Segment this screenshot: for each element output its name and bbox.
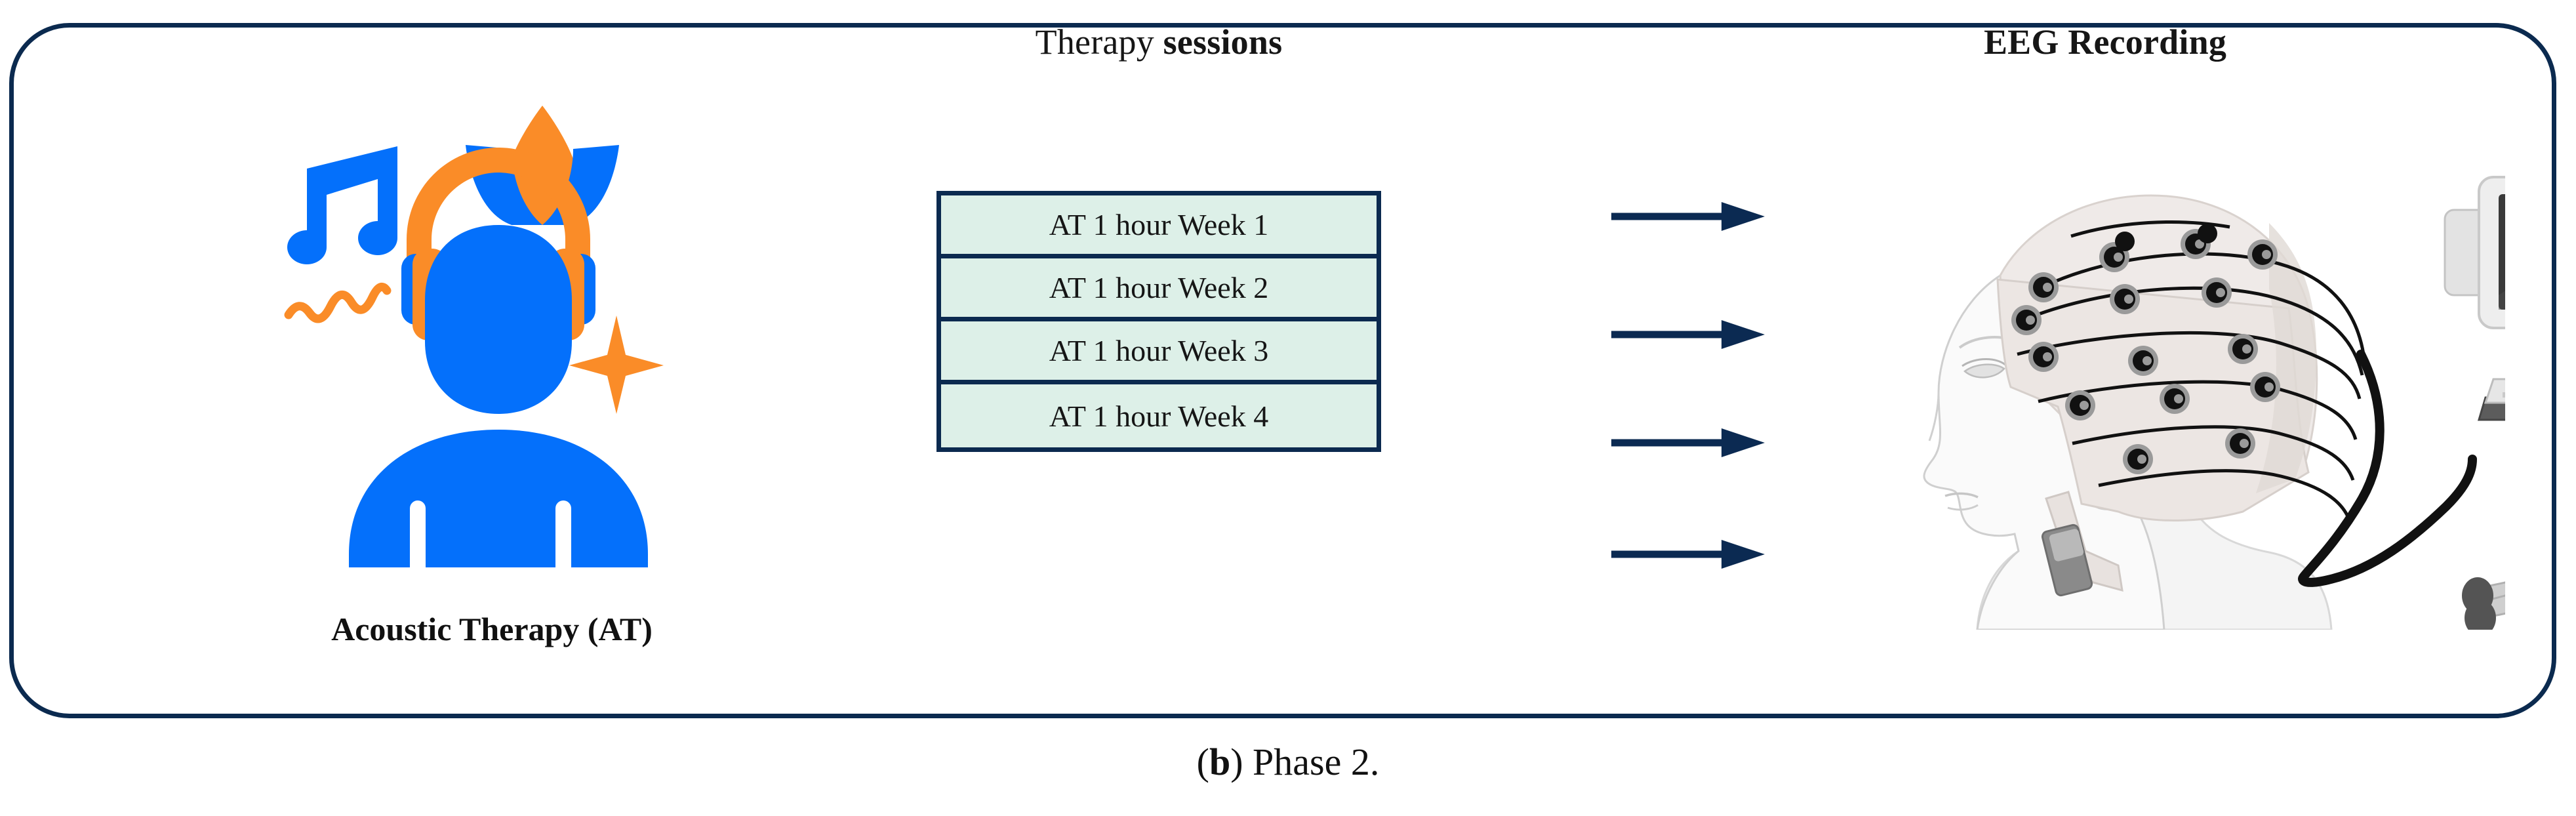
eeg-recording-heading: EEG Recording [1983, 22, 2227, 62]
electrode [2028, 342, 2059, 372]
therapy-heading-prefix: Therapy [1035, 22, 1163, 62]
electrode [2011, 305, 2042, 335]
electrode [2247, 239, 2278, 270]
electrode [2225, 428, 2255, 459]
session-label: AT 1 hour Week 2 [1049, 271, 1269, 304]
session-label: AT 1 hour Week 1 [1049, 208, 1269, 241]
electrode-group [2011, 224, 2280, 474]
eeg-cable [2298, 350, 2477, 587]
acoustic-therapy-block: Acoustic Therapy (AT) [249, 49, 735, 647]
caption-suffix: ) Phase 2. [1230, 741, 1380, 783]
electrode [2065, 390, 2095, 420]
figure-caption: (b) Phase 2. [0, 740, 2576, 784]
electrode [2123, 444, 2153, 474]
eeg-monitor-cart [2444, 176, 2505, 630]
flow-arrow-right-icon [1611, 428, 1765, 457]
therapy-sessions-heading: Therapy sessions [975, 22, 1342, 62]
sparkle-icon [569, 316, 664, 414]
caption-prefix: ( [1196, 741, 1209, 783]
electrode [2250, 372, 2280, 402]
sound-wave-squiggle-icon [284, 283, 392, 323]
session-box[interactable]: AT 1 hour Week 2 [941, 258, 1377, 321]
flow-arrow-right-icon [1611, 540, 1765, 569]
flow-arrow-right-icon [1611, 202, 1765, 231]
session-label: AT 1 hour Week 3 [1049, 334, 1269, 367]
person-with-headphones-icon [284, 106, 664, 567]
electrode [2228, 334, 2258, 364]
electrode [2160, 384, 2190, 414]
flow-arrow-right-icon [1611, 320, 1765, 349]
electrode [2028, 272, 2059, 302]
cart-wheels [2462, 577, 2496, 630]
therapy-session-list: AT 1 hour Week 1 AT 1 hour Week 2 AT 1 h… [936, 191, 1381, 452]
session-label: AT 1 hour Week 4 [1049, 399, 1269, 433]
electrode [2128, 346, 2158, 376]
electrode [2198, 224, 2217, 243]
electrode [2202, 277, 2232, 308]
caption-bold-letter: b [1209, 741, 1231, 783]
session-box[interactable]: AT 1 hour Week 4 [941, 384, 1377, 447]
electrode [2115, 232, 2135, 251]
session-box[interactable]: AT 1 hour Week 3 [941, 321, 1377, 384]
music-note-icon [287, 146, 397, 264]
eeg-cap-head-with-monitor-cart-icon [1923, 176, 2505, 630]
electrode [2110, 284, 2140, 314]
acoustic-therapy-label: Acoustic Therapy (AT) [331, 611, 653, 647]
session-box[interactable]: AT 1 hour Week 1 [941, 195, 1377, 258]
person-head [425, 225, 572, 414]
person-body [349, 430, 648, 567]
therapy-heading-bold: sessions [1163, 22, 1283, 62]
flow-arrow-group [1610, 197, 1807, 643]
